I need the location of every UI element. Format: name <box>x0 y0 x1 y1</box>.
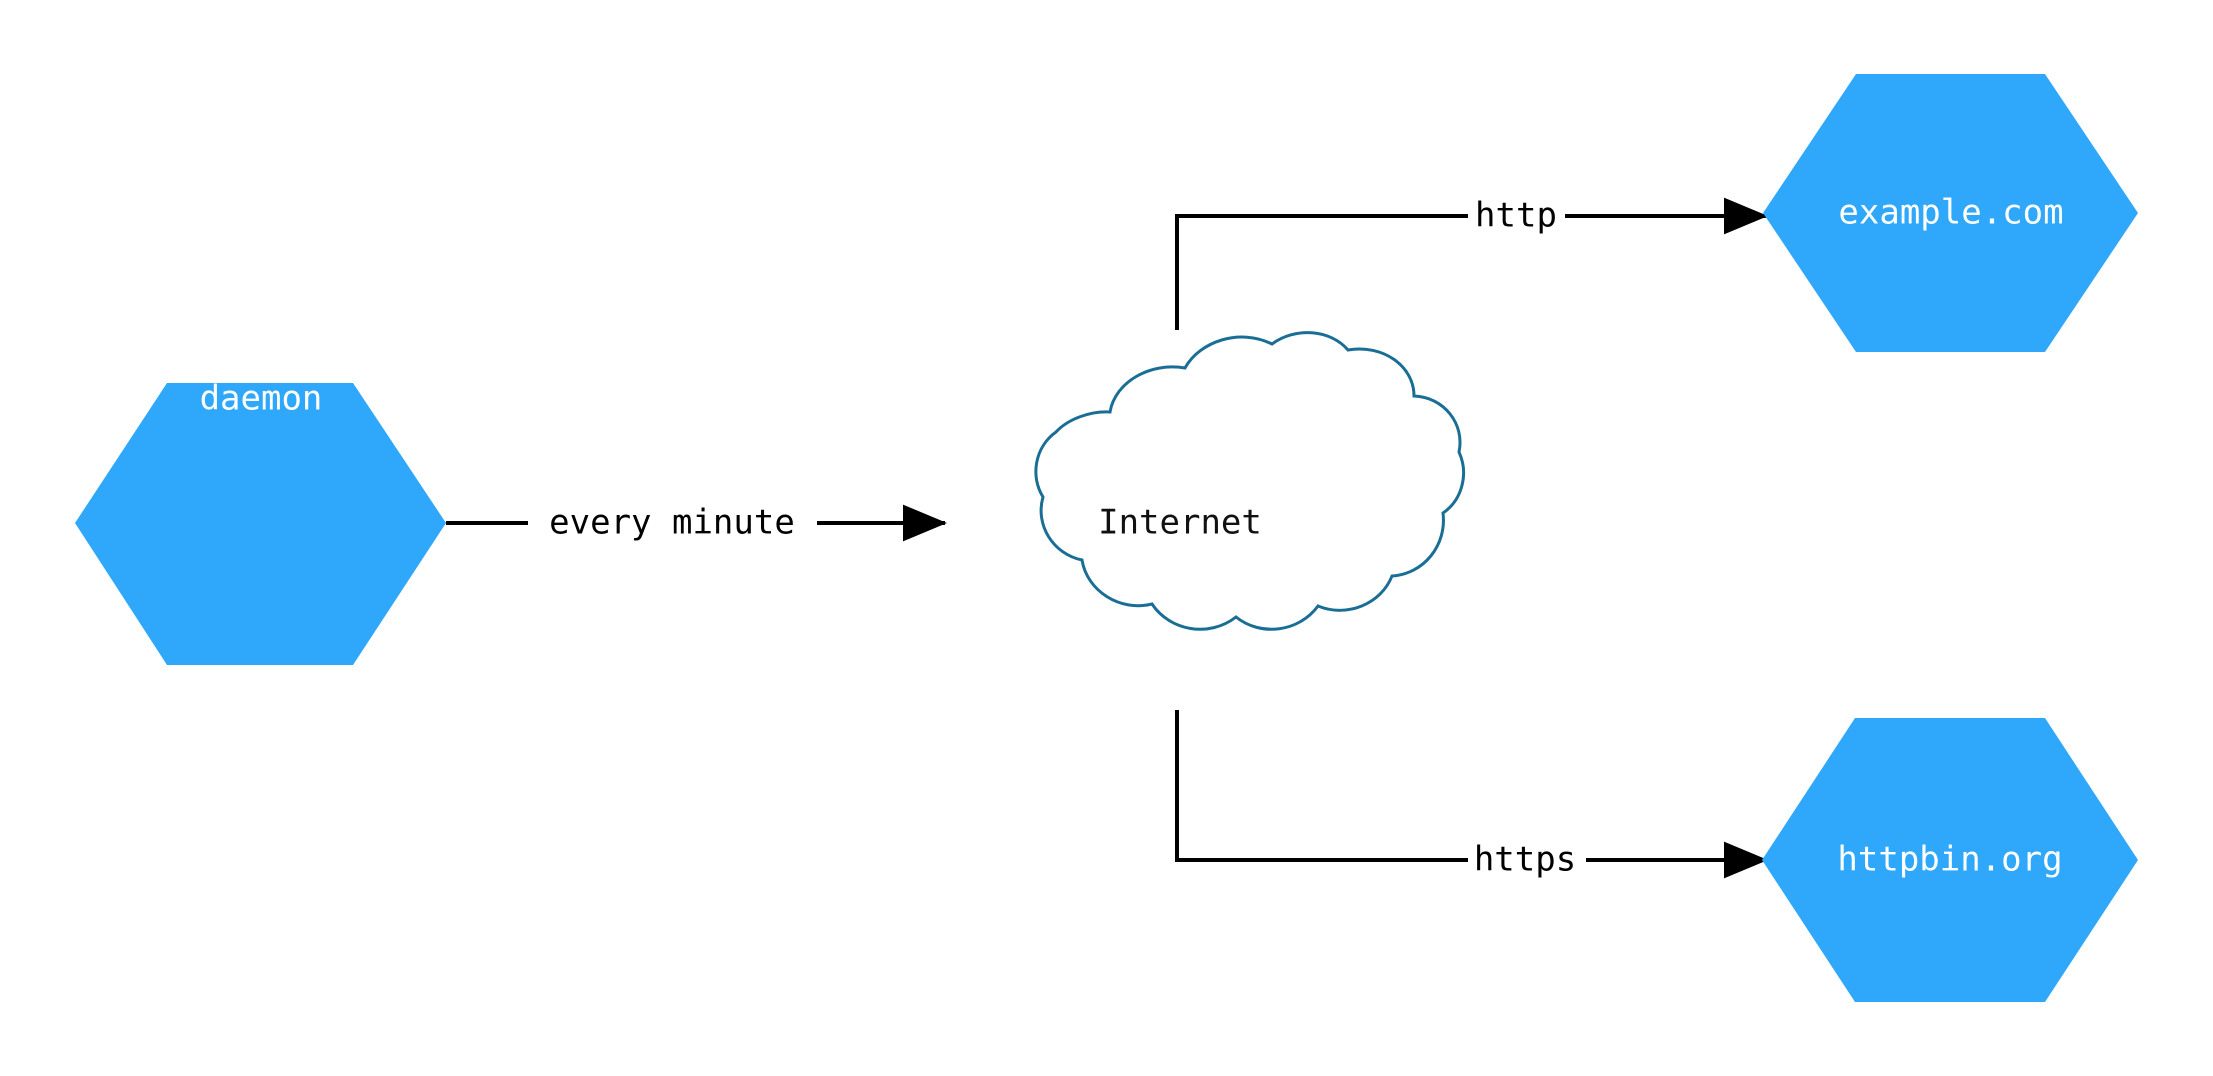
internet-cloud-shape[interactable] <box>1034 331 1466 631</box>
node-example-com[interactable]: example.com <box>1763 74 2138 352</box>
node-monitoring-daemon[interactable]: Monitoring daemon <box>75 337 446 666</box>
edge-internet-to-example: http <box>1175 196 1768 330</box>
example-com-label: example.com <box>1838 193 2063 233</box>
node-internet[interactable]: Internet <box>1034 331 1466 631</box>
internet-label: Internet <box>1098 503 1262 543</box>
httpbin-org-label: httpbin.org <box>1837 840 2062 880</box>
monitoring-daemon-label-line2: daemon <box>200 379 323 419</box>
edge-internet-to-example-elbow <box>1175 214 1468 330</box>
node-httpbin-org[interactable]: httpbin.org <box>1762 718 2138 1002</box>
edge-label-every-minute: every minute <box>549 503 795 543</box>
monitoring-daemon-hexagon-shape[interactable] <box>75 383 446 665</box>
edge-label-https: https <box>1474 840 1576 880</box>
monitoring-daemon-label-line1: Monitoring <box>159 337 364 377</box>
edge-label-http: http <box>1475 196 1557 236</box>
edge-daemon-to-internet: every minute <box>446 503 947 543</box>
example-com-hexagon-shape[interactable] <box>1763 74 2138 352</box>
edge-internet-to-httpbin-elbow <box>1175 710 1468 862</box>
edge-internet-to-httpbin: https <box>1175 710 1768 880</box>
httpbin-org-hexagon-shape[interactable] <box>1762 718 2138 1002</box>
